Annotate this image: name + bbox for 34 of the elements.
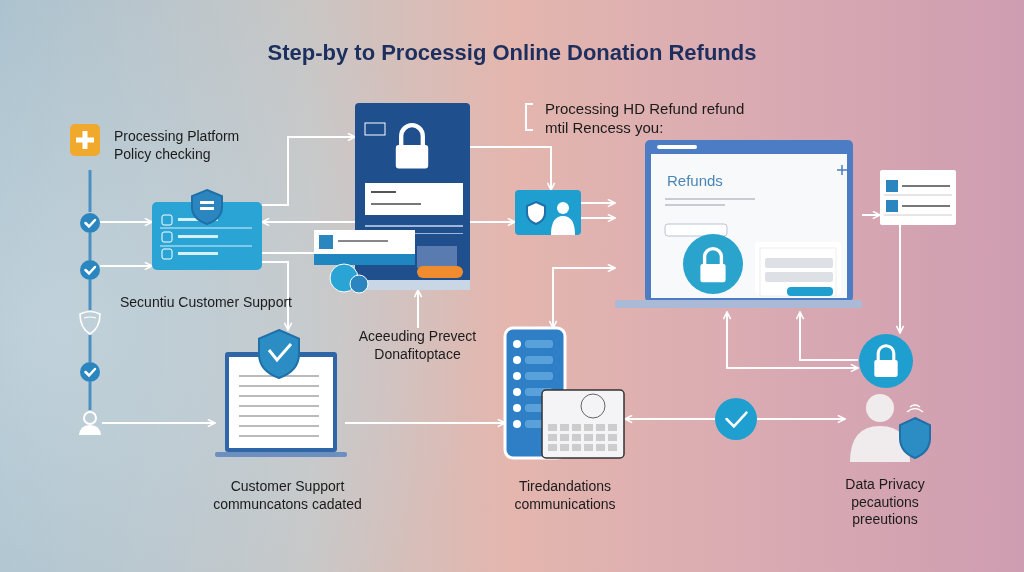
arrow [261, 217, 356, 227]
arrow [413, 289, 423, 329]
arrow [469, 217, 516, 227]
arrow [261, 261, 293, 331]
arrow [624, 414, 716, 424]
arrow [861, 210, 881, 220]
arrow [756, 414, 846, 424]
arrow [895, 224, 905, 334]
step-heading: Processing HD Refund refund mtil Rencess you: [545, 100, 750, 140]
arrow [99, 217, 153, 227]
arrow [548, 263, 616, 329]
arrow [795, 311, 859, 361]
arrow [580, 198, 616, 208]
step-label: Customer Support communcatons cadated [195, 478, 380, 520]
diagram-title: Step-by to Processig Online Donation Refunds [267, 40, 757, 66]
connector-line [261, 252, 315, 254]
timeline-line [88, 280, 92, 310]
step-label: Tiredandations communications [485, 478, 645, 520]
timeline-line [88, 335, 92, 362]
arrow [101, 418, 216, 428]
arrow [469, 146, 556, 191]
arrow [580, 213, 616, 223]
timeline-line [88, 170, 92, 212]
timeline-line [88, 233, 92, 260]
step-label: Data Privacy pecautions preeutions [830, 476, 940, 538]
timeline-line [88, 382, 92, 410]
screen-heading: Refunds [667, 172, 723, 189]
step-label: Processing Platform Policy checking [114, 128, 241, 163]
arrow [722, 311, 859, 373]
arrow [261, 132, 356, 206]
step-label: Aceeuding Prevect Donafitoptace [335, 328, 500, 368]
arrow [344, 418, 506, 428]
arrow [99, 261, 153, 271]
step-label: Secuntiu Customer Support [120, 294, 295, 334]
